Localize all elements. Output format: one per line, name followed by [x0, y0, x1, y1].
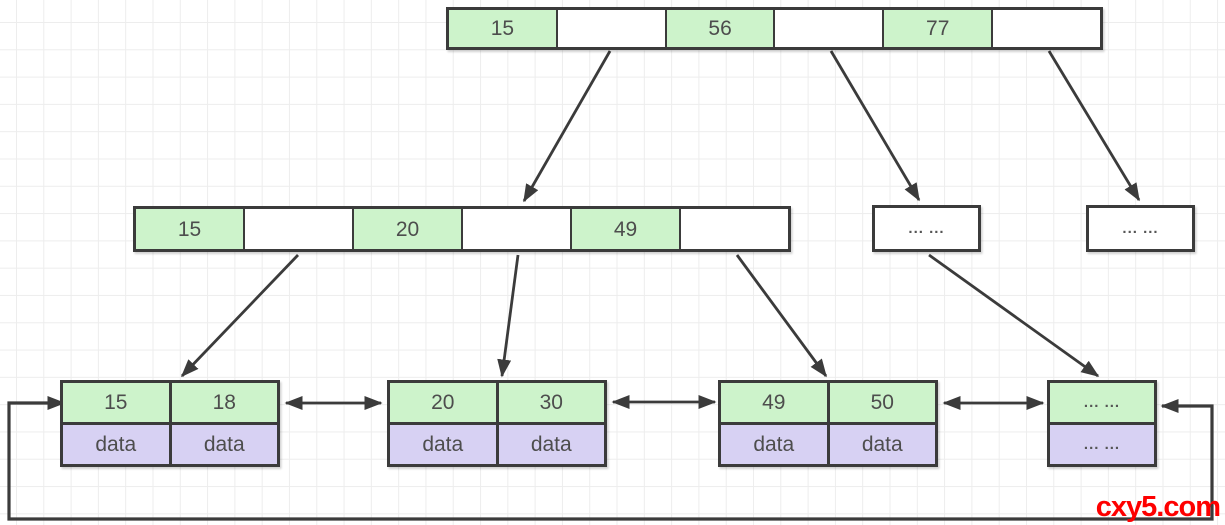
- edge-more1-to-leaf4: [928, 253, 1100, 378]
- leaf-data-cell: ... ...: [1050, 425, 1154, 464]
- leaf-key-cell: 50: [826, 383, 935, 422]
- key-cell: 20: [352, 209, 461, 249]
- pointer-cell: [679, 209, 788, 249]
- internal-more-node-2: ... ...: [1086, 205, 1195, 252]
- key-cell: ... ...: [1089, 208, 1192, 249]
- pointer-cell: [461, 209, 570, 249]
- edge-root-to-more1: [829, 50, 921, 202]
- leaf-data-cell: data: [63, 425, 169, 464]
- edge-root-to-internal: [522, 50, 612, 203]
- edge-internal-to-leaf2: [497, 254, 520, 378]
- edge-internal-to-leaf3: [735, 254, 828, 378]
- leaf-key-cell: 20: [390, 383, 496, 422]
- key-cell: 49: [570, 209, 679, 249]
- pointer-cell: [555, 10, 665, 47]
- key-cell: 77: [882, 10, 992, 47]
- key-cell: 15: [136, 209, 243, 249]
- internal-node: 15 20 49: [133, 206, 791, 252]
- leaf-data-cell: data: [826, 425, 935, 464]
- leaf-data-cell: data: [721, 425, 827, 464]
- leaf-key-cell: 49: [721, 383, 827, 422]
- edge-root-to-more2: [1047, 50, 1141, 202]
- pointer-cell: [773, 10, 883, 47]
- leaf-key-cell: 30: [495, 383, 604, 422]
- leaf-data-cell: data: [390, 425, 496, 464]
- pointer-cell: [991, 10, 1100, 47]
- leaf-key-cell: ... ...: [1050, 383, 1154, 422]
- leaf-key-cell: 18: [168, 383, 277, 422]
- leaf-data-cell: data: [168, 425, 277, 464]
- leaf-node-4: ... ...... ...: [1047, 380, 1157, 467]
- edge-internal-to-leaf1: [180, 254, 300, 378]
- key-cell: 15: [449, 10, 556, 47]
- key-cell: ... ...: [875, 208, 978, 249]
- leaf-key-cell: 15: [63, 383, 169, 422]
- key-row: ... ...: [1050, 383, 1154, 422]
- internal-more-node-1: ... ...: [872, 205, 981, 252]
- edge-leaf4-wrap-to-leaf1: [7, 396, 1214, 521]
- watermark: cxy5.com: [1095, 491, 1221, 523]
- root-node: 15 56 77: [446, 7, 1103, 50]
- data-row: ... ...: [1050, 422, 1154, 464]
- leaf-data-cell: data: [495, 425, 604, 464]
- key-cell: 56: [664, 10, 774, 47]
- pointer-cell: [243, 209, 352, 249]
